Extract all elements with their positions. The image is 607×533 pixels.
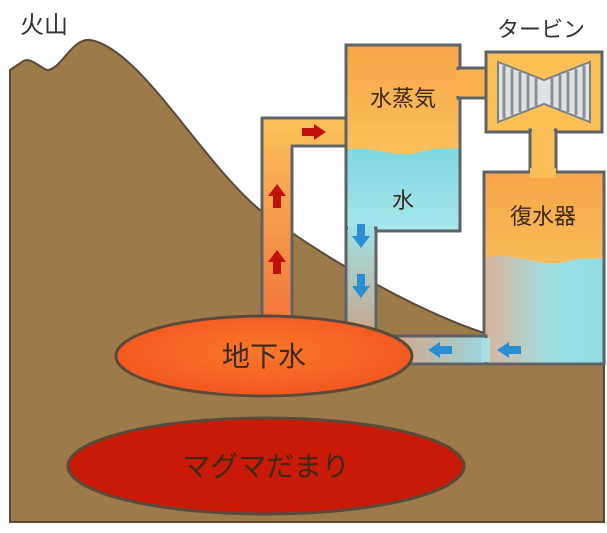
label-steam: 水蒸気 (370, 87, 436, 112)
arrow-left-icon (428, 342, 452, 358)
label-turbine: タービン (497, 18, 585, 43)
arrow-down-icon (352, 224, 370, 248)
label-groundwater: 地下水 (222, 340, 306, 373)
label-magma: マグマだまり (182, 450, 349, 483)
cold-flow-arrows (352, 224, 521, 358)
groundwater-reservoir (114, 314, 414, 398)
separator-water (347, 148, 459, 230)
hot-flow-arrows (268, 124, 326, 274)
label-volcano: 火山 (20, 11, 68, 39)
arrow-left-icon (497, 342, 521, 358)
label-condenser: 復水器 (510, 205, 576, 230)
arrow-up-icon (268, 184, 286, 208)
arrow-down-icon (352, 274, 370, 298)
arrow-up-icon (268, 250, 286, 274)
turbine-icon (497, 60, 591, 124)
condenser-water (485, 255, 603, 363)
arrow-right-icon (302, 124, 326, 140)
ground-volcano (9, 38, 605, 523)
label-water: 水 (392, 189, 414, 214)
magma-chamber (66, 416, 466, 516)
